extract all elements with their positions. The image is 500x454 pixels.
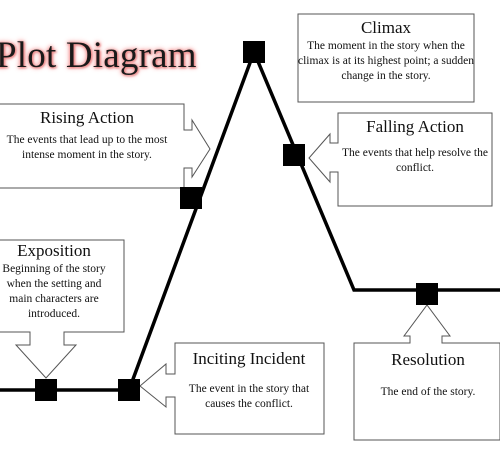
exposition-description: Beginning of the story when the setting …: [2, 263, 106, 320]
rising-action-box: [0, 103, 211, 189]
rising-action-description: The events that lead up to the most inte…: [6, 134, 168, 161]
resolution-marker: [416, 283, 438, 305]
inciting-incident-marker: [118, 379, 140, 401]
inciting-incident-description: The event in the story that causes the c…: [188, 383, 310, 410]
resolution-box: [353, 304, 500, 441]
falling-action-callout: Falling Action The events that help reso…: [340, 117, 490, 176]
inciting-incident-label: Inciting Incident: [192, 349, 306, 368]
falling-action-description: The events that help resolve the conflic…: [342, 147, 488, 174]
inciting-incident-box: [139, 342, 325, 435]
exposition-box: [0, 239, 125, 379]
resolution-callout: Resolution The end of the story.: [356, 350, 500, 400]
climax-label: Climax: [360, 18, 412, 37]
resolution-label: Resolution: [391, 350, 465, 369]
rising-action-callout: Rising Action The events that lead up to…: [2, 108, 172, 163]
rising-action-marker: [180, 187, 202, 209]
climax-box: [297, 13, 475, 103]
inciting-incident-callout: Inciting Incident The event in the story…: [176, 349, 322, 412]
falling-action-marker: [283, 144, 305, 166]
exposition-marker: [35, 379, 57, 401]
exposition-callout: Exposition Beginning of the story when t…: [0, 241, 114, 322]
climax-callout: Climax The moment in the story when the …: [298, 18, 474, 84]
page-title: Plot Diagram: [0, 35, 197, 76]
rising-action-label: Rising Action: [40, 108, 134, 127]
exposition-label: Exposition: [17, 241, 91, 260]
climax-description: The moment in the story when the climax …: [298, 40, 474, 82]
resolution-description: The end of the story.: [380, 386, 476, 398]
climax-marker: [243, 41, 265, 63]
falling-action-label: Falling Action: [366, 117, 464, 136]
falling-action-box: [308, 112, 493, 207]
